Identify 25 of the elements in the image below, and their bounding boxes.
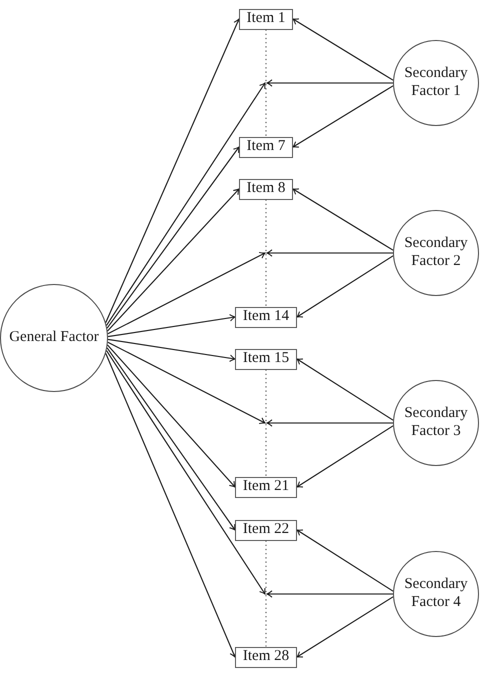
item-label: Item 15	[242, 350, 290, 368]
dotted-line	[265, 200, 267, 306]
item-box	[239, 136, 293, 158]
item-box	[239, 8, 293, 30]
item-label: Item 7	[246, 138, 286, 156]
item-label: Item 14	[242, 308, 290, 326]
factor-label: General Factor	[9, 329, 99, 347]
item-label: Item 8	[246, 180, 286, 198]
factor-label: Secondary Factor 1	[403, 65, 469, 101]
factor-label: Secondary Factor 2	[403, 235, 469, 271]
item-box	[235, 520, 297, 540]
dotted-line	[265, 540, 267, 646]
item-box	[235, 476, 297, 498]
item-label: Item 21	[242, 478, 290, 496]
item-box	[239, 178, 293, 200]
item-box	[235, 646, 297, 668]
dotted-line	[265, 30, 267, 136]
item-label: Item 28	[242, 648, 290, 666]
factor-label: Secondary Factor 4	[403, 576, 469, 612]
item-box	[235, 348, 297, 370]
item-box	[235, 306, 297, 328]
item-label: Item 22	[242, 521, 290, 539]
factor-label: Secondary Factor 3	[403, 405, 469, 441]
item-label: Item 1	[246, 10, 286, 28]
dotted-line	[265, 370, 267, 476]
